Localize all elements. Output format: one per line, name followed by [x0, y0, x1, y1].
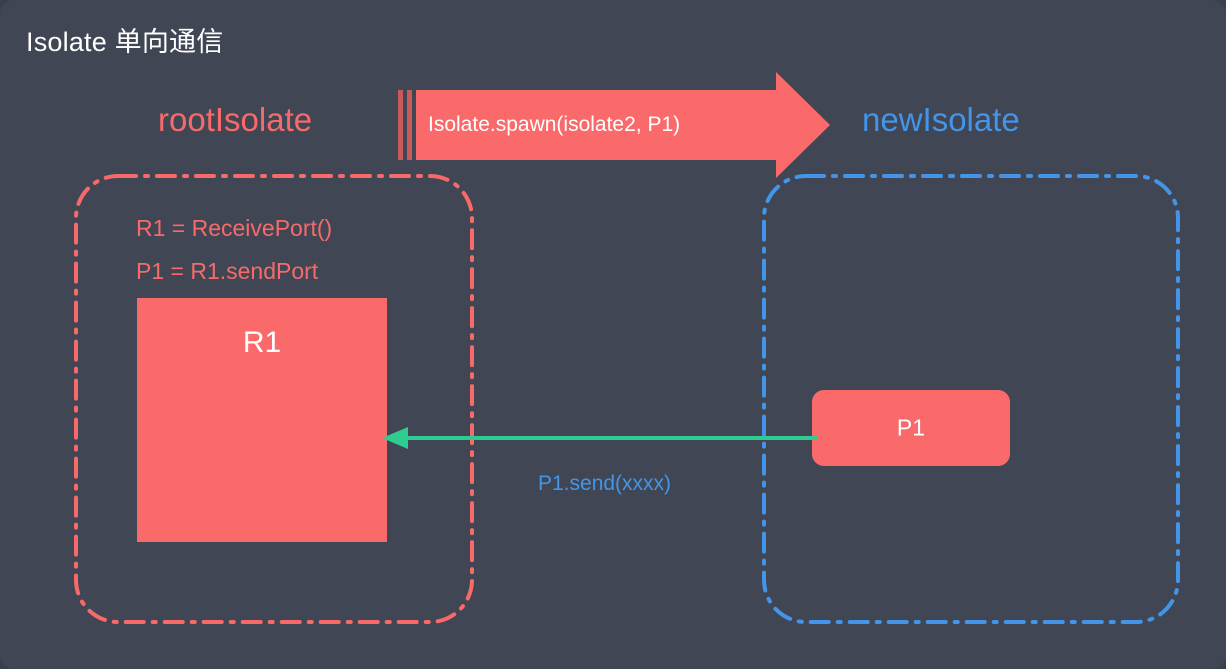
new-isolate-heading: newIsolate	[862, 101, 1020, 138]
code-line-receive-port: R1 = ReceivePort()	[136, 215, 333, 241]
new-isolate-container	[762, 174, 1180, 624]
page-title: Isolate 单向通信	[26, 27, 224, 57]
send-port-label: P1	[896, 414, 926, 441]
root-isolate-border	[74, 174, 474, 624]
spawn-arrow-label: Isolate.spawn(isolate2, P1)	[428, 113, 681, 136]
receive-port-label: R1	[242, 326, 282, 359]
receive-port-box: R1	[137, 298, 387, 542]
spawn-arrow: Isolate.spawn(isolate2, P1)	[398, 72, 830, 178]
new-isolate-border	[762, 174, 1180, 624]
root-isolate-container	[74, 174, 474, 624]
root-isolate-heading: rootIsolate	[158, 101, 313, 138]
send-arrow-shape	[382, 427, 818, 449]
send-port-box: P1	[812, 390, 1010, 466]
code-line-send-port: P1 = R1.sendPort	[136, 258, 319, 284]
send-arrow	[382, 424, 818, 452]
send-arrow-label: P1.send(xxxx)	[538, 472, 672, 495]
spawn-arrow-shape	[398, 72, 830, 178]
